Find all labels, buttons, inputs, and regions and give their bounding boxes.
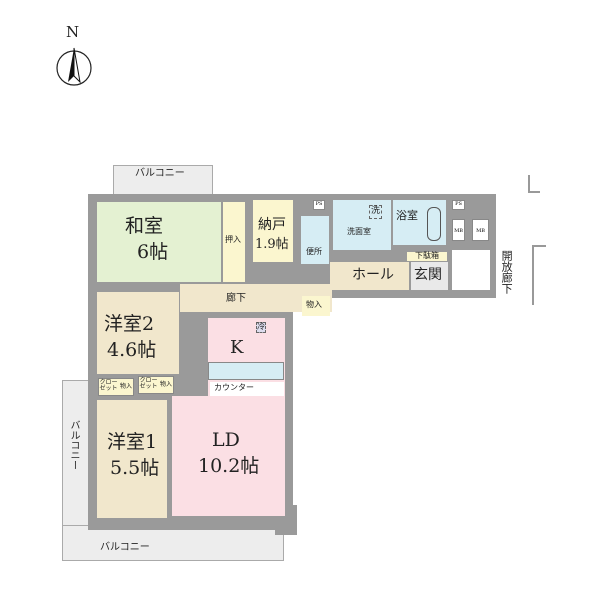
north-arrow-icon: [56, 47, 92, 86]
kitchen-counter-sink: [208, 362, 284, 380]
balcony-top-label: バルコニー: [135, 168, 185, 179]
room-yoshitsu1: [97, 400, 167, 518]
yoshitsu1-size: 5.5帖: [110, 457, 160, 479]
room-genkan: [411, 262, 448, 290]
compass-label: N: [66, 23, 80, 41]
washer-space: 洗: [369, 205, 383, 219]
nando-name: 納戸: [258, 217, 286, 233]
toilet-label: 便所: [306, 247, 322, 256]
closet-label: クローゼット: [99, 379, 118, 393]
bath-label: 浴室: [396, 209, 418, 222]
room-washroom: [333, 200, 391, 250]
room-yoshitsu2: [97, 292, 179, 374]
closet-yoshitsu1: [98, 378, 134, 396]
ps-box: PS: [452, 200, 465, 210]
balcony-bottom: [62, 525, 284, 561]
yoshitsu2-name: 洋室2: [104, 313, 155, 335]
genkan-label: 玄関: [414, 267, 442, 283]
room-ld: [172, 396, 285, 516]
hall-label: ホール: [352, 267, 394, 283]
balcony-left-label: バルコニー: [68, 420, 79, 470]
washroom-label: 洗面室: [347, 227, 371, 236]
nando-size: 1.9帖: [255, 237, 289, 252]
closet-storage-label: 物入: [120, 383, 133, 390]
yoshitsu1-name: 洋室1: [107, 431, 158, 453]
yoshitsu2-size: 4.6帖: [107, 339, 157, 361]
getabako-label: 下駄箱: [407, 251, 447, 261]
mb-box: MB: [472, 219, 489, 241]
room-nando: [253, 200, 293, 262]
open-corridor-label: 開放廊下: [500, 250, 514, 294]
fridge-space: 冷: [256, 322, 266, 333]
mb-box: MB: [452, 219, 465, 241]
ld-size: 10.2帖: [198, 455, 260, 477]
closet-label: クローゼット: [139, 377, 158, 391]
ld-name: LD: [212, 429, 240, 451]
ps-box: PS: [313, 200, 325, 210]
washitsu-size: 6帖: [137, 241, 169, 263]
corridor-label: 廊下: [226, 293, 246, 304]
kitchen-label: K: [230, 337, 244, 358]
storage-hall: [302, 296, 330, 316]
room-washitsu: [97, 202, 221, 282]
closet-storage-label: 物入: [160, 381, 173, 388]
room-hall: [330, 262, 409, 290]
oshiire-label: 押入: [225, 235, 241, 244]
storage-label: 物入: [306, 300, 322, 309]
balcony-bottom-label: バルコニー: [100, 542, 150, 553]
room-oshiire: [223, 202, 245, 282]
room-toilet: [301, 216, 329, 264]
washitsu-name: 和室: [125, 215, 164, 237]
closet-yoshitsu2: [138, 376, 174, 394]
counter-label: カウンター: [214, 383, 254, 392]
bathtub-icon: [427, 207, 441, 241]
